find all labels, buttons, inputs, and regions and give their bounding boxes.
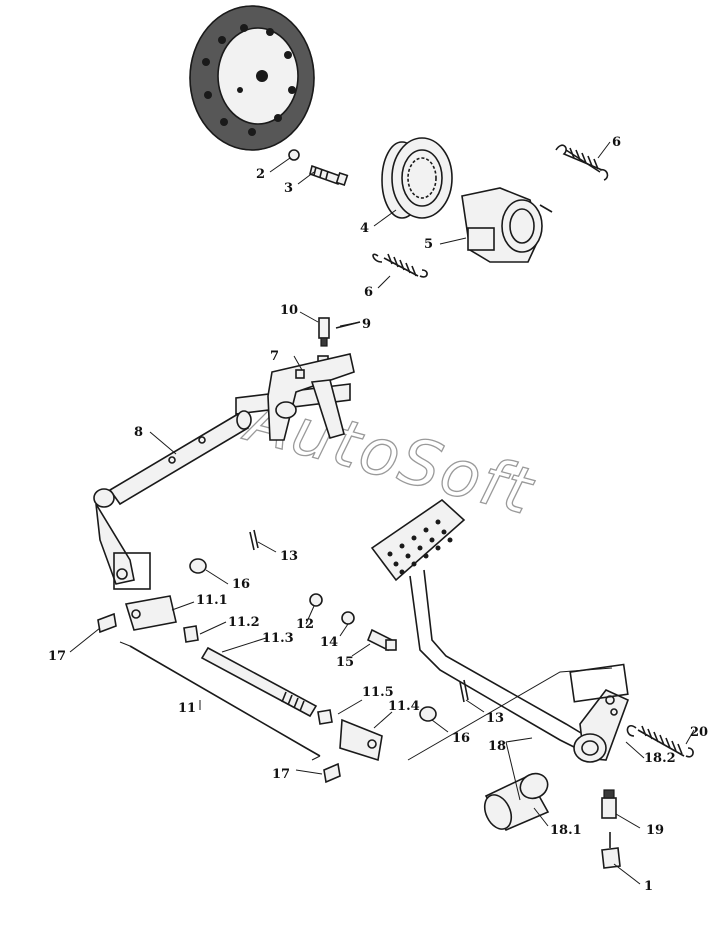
part-14-nut: [341, 611, 355, 625]
callout-20: 20: [690, 725, 708, 740]
part-11-rod-assembly: [124, 595, 383, 762]
callout-18-1: 18.1: [550, 823, 582, 838]
part-17-pin-lower: [323, 762, 341, 784]
callout-19: 19: [646, 823, 664, 838]
part-17-pin-upper: [97, 612, 117, 634]
part-1-adjuster: [601, 832, 621, 869]
callout-6-upper: 6: [612, 135, 621, 150]
part-12-nut: [309, 593, 323, 607]
part-19-fitting: [601, 789, 617, 819]
part-13-cotter-pin-lower: [459, 679, 469, 703]
clutch-assembly: [189, 5, 315, 151]
part-3-bolt: [309, 164, 349, 186]
callout-6-lower: 6: [364, 285, 373, 300]
callout-11-2: 11.2: [228, 615, 260, 630]
callout-2: 2: [256, 167, 265, 182]
callout-11-3: 11.3: [262, 631, 294, 646]
callout-13-upper: 13: [280, 549, 298, 564]
part-15-screw: [366, 628, 397, 652]
part-16-washer-lower: [419, 706, 437, 722]
callout-1: 1: [644, 879, 653, 894]
part-10-lubricator: [317, 317, 330, 365]
callout-4: 4: [360, 221, 369, 236]
callout-18-2: 18.2: [644, 751, 676, 766]
callout-11-4: 11.4: [388, 699, 420, 714]
callout-7: 7: [270, 349, 279, 364]
callout-10: 10: [280, 303, 298, 318]
callout-3: 3: [284, 181, 293, 196]
part-6-spring-lower: [372, 253, 428, 278]
callout-16-upper: 16: [232, 577, 250, 592]
callout-11: 11: [178, 701, 196, 716]
part-2-washer: [288, 149, 300, 161]
callout-11-5: 11.5: [362, 685, 394, 700]
callout-13-lower: 13: [486, 711, 504, 726]
part-8-shaft: [93, 410, 252, 590]
part-7-release-fork: [235, 353, 355, 441]
part-16-washer-upper: [189, 558, 207, 574]
callout-17-lower: 17: [272, 767, 290, 782]
callout-11-1: 11.1: [196, 593, 228, 608]
part-18-1-bushing: [483, 772, 550, 832]
callout-14: 14: [320, 635, 338, 650]
callout-17-upper: 17: [48, 649, 66, 664]
callout-5: 5: [424, 237, 433, 252]
part-4-bearing: [381, 137, 453, 219]
part-20-return-spring: [626, 725, 694, 758]
callout-16-lower: 16: [452, 731, 470, 746]
part-18-pedal-assembly: [370, 498, 630, 763]
part-6-spring-upper: [555, 144, 609, 181]
callout-15: 15: [336, 655, 354, 670]
part-5-release-sleeve: [461, 187, 553, 263]
callout-18: 18: [488, 739, 506, 754]
callout-12: 12: [296, 617, 314, 632]
part-13-cotter-pin-upper: [249, 529, 259, 551]
leader-lines: [69, 141, 695, 885]
callout-8: 8: [134, 425, 143, 440]
callout-labels: 2 3 4 5 6 6 10 9 7 8 13 16 11.1 11.2 11.…: [48, 135, 708, 894]
callout-9: 9: [362, 317, 371, 332]
